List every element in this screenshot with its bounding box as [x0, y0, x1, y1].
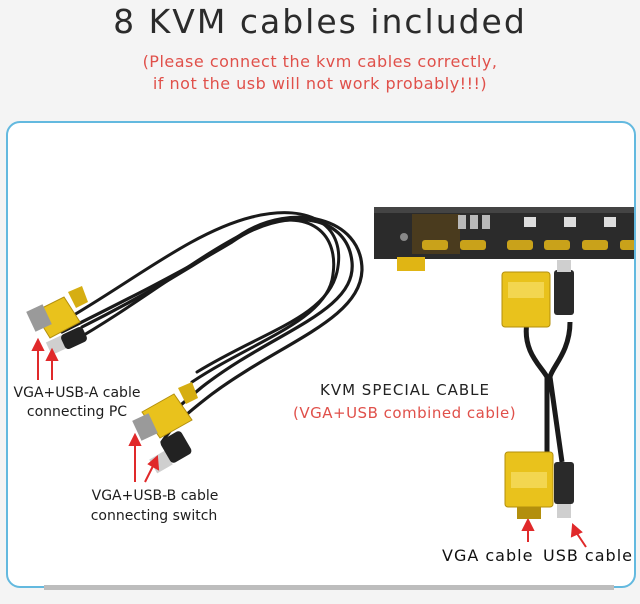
label-usb-a-cable-line1: VGA+USB-A cable — [13, 385, 141, 401]
label-vga-cable: VGA cable — [442, 546, 534, 565]
label-usb-b-cable-line2: connecting switch — [90, 508, 218, 524]
vga-connector-switch — [132, 382, 198, 441]
label-usb-b-cable-line1: VGA+USB-B cable — [91, 488, 219, 504]
product-panel: VGA+USB-A cable connecting PC VGA+USB-B … — [6, 121, 636, 588]
warning-note-line-1: (Please connect the kvm cables correctly… — [142, 52, 498, 71]
usb-b-plug — [149, 431, 192, 474]
kvm-special-cable-image — [501, 260, 574, 519]
label-kvm-special-cable: KVM SPECIAL CABLE — [320, 381, 490, 399]
page-title: 8 KVM cables included — [113, 2, 527, 41]
label-combined-cable: (VGA+USB combined cable) — [293, 404, 517, 422]
bottom-bar — [44, 585, 614, 590]
label-usb-cable: USB cable — [543, 546, 633, 565]
warning-note-line-2: if not the usb will not work probably!!!… — [152, 74, 488, 93]
label-usb-a-cable-line2: connecting PC — [26, 404, 128, 420]
cable-illustration — [26, 207, 634, 548]
vga-connector-pc — [26, 286, 88, 339]
kvm-switch-image — [374, 207, 634, 271]
